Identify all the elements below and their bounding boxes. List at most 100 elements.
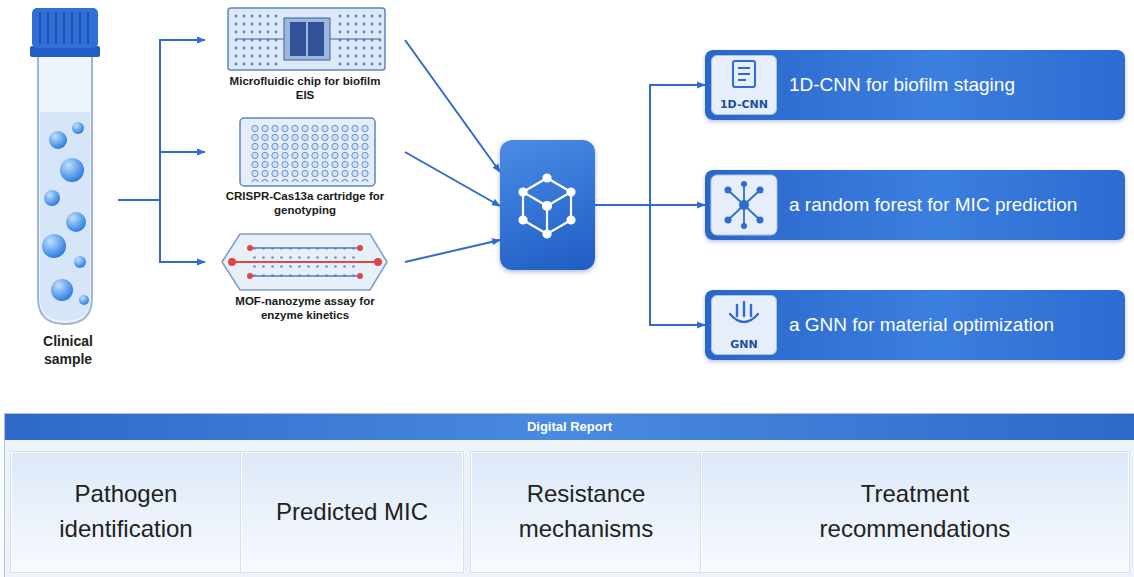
node-label: Predicted MIC <box>276 495 428 530</box>
report-cell: Pathogen identification <box>11 452 241 572</box>
flow-arrow <box>405 152 500 206</box>
mof-assay-drawing <box>247 273 253 279</box>
document-icon <box>738 79 746 81</box>
microfluidic-chip-drawing <box>228 8 385 70</box>
gnn-logo-icon <box>743 302 745 316</box>
mof-assay-drawing <box>228 258 236 266</box>
network-icon-tile <box>725 217 732 224</box>
node-label: GNN <box>730 338 757 351</box>
hub-icon <box>520 175 575 238</box>
panel-heading: Digital Report <box>5 414 1134 440</box>
network-icon-tile <box>711 175 777 235</box>
mof-assay-drawing <box>222 234 387 290</box>
node-label: a GNN for material optimization <box>789 314 1054 337</box>
document-icon <box>733 61 755 87</box>
network-icon-tile <box>725 181 764 229</box>
sample-tube-drawing <box>32 8 98 48</box>
device-card: Microfluidic chip for biofilm EIS <box>205 4 405 103</box>
hub-icon <box>543 202 551 210</box>
sample-tube-drawing <box>87 12 89 44</box>
sample-tube-drawing <box>72 122 84 134</box>
node-label: 1D-CNN <box>720 98 768 111</box>
hub-icon <box>546 206 548 234</box>
sample-tube-drawing <box>30 8 100 324</box>
network-icon-tile <box>741 223 747 229</box>
gnn-logo-icon <box>730 314 758 322</box>
sample-tube-drawing <box>63 12 65 44</box>
sample-tube-drawing <box>42 234 66 258</box>
sample-tube-drawing <box>79 295 89 305</box>
network-icon-tile <box>743 184 745 205</box>
hub-icon <box>520 217 527 224</box>
node-label: Treatment recommendations <box>780 477 1050 547</box>
report-panel: Digital ReportPathogen identification Pre… <box>4 413 1134 577</box>
microfluidic-chip-drawing <box>290 22 306 56</box>
sample-tube-drawing <box>60 158 84 182</box>
gnn-logo-icon <box>736 305 738 316</box>
mof-assay-drawing <box>374 258 382 266</box>
mof-assay-drawing <box>247 245 253 251</box>
sample-tube-drawing <box>40 112 90 321</box>
sample-tube-drawing <box>66 212 86 232</box>
model-bar: a random forest for MIC prediction <box>705 170 1125 240</box>
network-icon-tile <box>725 187 732 194</box>
network-icon-tile <box>711 175 777 235</box>
network-icon-tile <box>728 205 744 220</box>
report-cell: Predicted MIC <box>241 452 463 572</box>
microfluidic-chip-drawing <box>284 18 330 60</box>
device-card: CRISPR-Cas13a cartridge for genotyping <box>205 116 405 218</box>
device-card: MOF-nanozyme assay for enzyme kinetics <box>205 226 405 323</box>
flow-arrow <box>405 240 500 262</box>
mof-assay-drawing <box>250 248 360 276</box>
icon-tile: 1D-CNN <box>711 55 777 115</box>
flow-arrow <box>405 40 500 172</box>
microfluidic-chip-drawing <box>228 8 385 70</box>
sample-tube-drawing <box>47 12 49 44</box>
mof-assay-drawing <box>357 273 363 279</box>
report-cell: Resistance mechanisms <box>471 452 701 572</box>
flow-arrow <box>118 200 205 262</box>
sample-tube-drawing <box>55 12 57 44</box>
node-label: MOF-nanozyme assay for enzyme kinetics <box>205 294 405 323</box>
node-label: Clinical sample <box>18 333 118 368</box>
crispr-cartridge-drawing <box>240 118 375 186</box>
model-bar: 1D-CNN for biofilm staging1D-CNN <box>705 50 1125 120</box>
sample-tube-drawing <box>74 256 86 268</box>
node-label: a random forest for MIC prediction <box>789 194 1077 217</box>
network-icon-tile <box>728 190 744 205</box>
gnn-logo-icon <box>730 302 758 322</box>
crispr-cartridge-drawing <box>250 124 370 182</box>
microfluidic-chip-drawing <box>308 22 324 56</box>
node-label: Pathogen identification <box>12 477 240 547</box>
integration-hub <box>500 140 595 270</box>
sample-tube-drawing <box>49 131 67 149</box>
network-icon-tile <box>757 217 764 224</box>
flow-arrow <box>118 152 205 200</box>
network-icon-tile <box>739 200 749 210</box>
flow-arrow <box>595 85 705 205</box>
hub-icon <box>568 189 575 196</box>
node-label: Microfluidic chip for biofilm EIS <box>205 74 405 103</box>
sample-tube-drawing <box>79 12 81 44</box>
mof-assay-drawing <box>222 234 387 290</box>
network-icon-tile <box>741 181 747 187</box>
hub-icon <box>520 189 527 196</box>
network-icon-tile <box>744 205 760 220</box>
hub-icon <box>523 192 571 206</box>
node-label: CRISPR-Cas13a cartridge for genotyping <box>205 189 405 218</box>
sample-tube-drawing <box>39 12 41 44</box>
document-icon <box>738 67 750 69</box>
hub-icon <box>568 217 575 224</box>
microfluidic-chip-drawing <box>330 39 380 40</box>
sample-tube: Clinical sample <box>18 5 118 368</box>
sample-tube-drawing <box>44 190 60 206</box>
flow-arrow <box>595 205 705 325</box>
document-icon <box>738 73 750 75</box>
mof-assay-drawing <box>357 245 363 251</box>
sample-tube-drawing <box>40 12 88 44</box>
flow-arrow <box>118 40 205 200</box>
mof-assay-drawing <box>232 261 378 263</box>
network-icon-tile <box>744 190 760 205</box>
network-icon-tile <box>757 187 764 194</box>
gnn-logo-icon <box>750 305 752 316</box>
